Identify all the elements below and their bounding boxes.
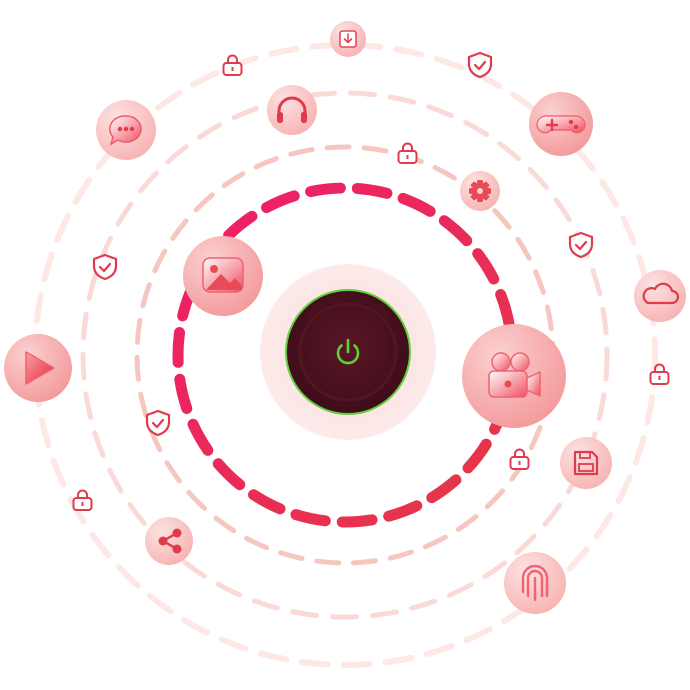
lock-icon [649,363,670,385]
shield-check-icon [92,253,118,281]
shield-check-icon [467,51,493,79]
shield-check-icon [568,231,594,259]
fingerprint-icon [521,564,549,602]
gamepad-icon [536,115,586,134]
power-icon [336,338,360,365]
video-camera-icon [488,352,541,398]
save-bubble[interactable] [560,437,612,489]
lock-icon [509,448,530,470]
video-camera-bubble[interactable] [462,324,566,428]
download-bubble[interactable] [330,21,366,57]
fingerprint-bubble[interactable] [504,552,566,614]
gear-icon [469,180,491,202]
save-icon [573,450,599,476]
cloud-bubble[interactable] [634,270,686,322]
gamepad-bubble[interactable] [529,92,593,156]
lock-icon [72,489,93,511]
share-bubble[interactable] [145,517,193,565]
lock-icon [397,142,418,164]
share-icon [158,528,182,554]
play-icon [25,351,55,385]
headphones-bubble[interactable] [267,85,317,135]
image-icon [202,257,244,293]
middle-orbit-ring [80,90,610,620]
chat-bubble[interactable] [96,100,156,160]
image-bubble[interactable] [183,236,263,316]
download-icon [339,30,357,48]
play-bubble[interactable] [4,334,72,402]
lock-icon [222,54,243,76]
power-button[interactable] [260,264,436,440]
cloud-icon [642,282,680,305]
chat-icon [109,115,142,146]
settings-bubble[interactable] [460,171,500,211]
shield-check-icon [145,409,171,437]
headphones-icon [277,96,307,123]
